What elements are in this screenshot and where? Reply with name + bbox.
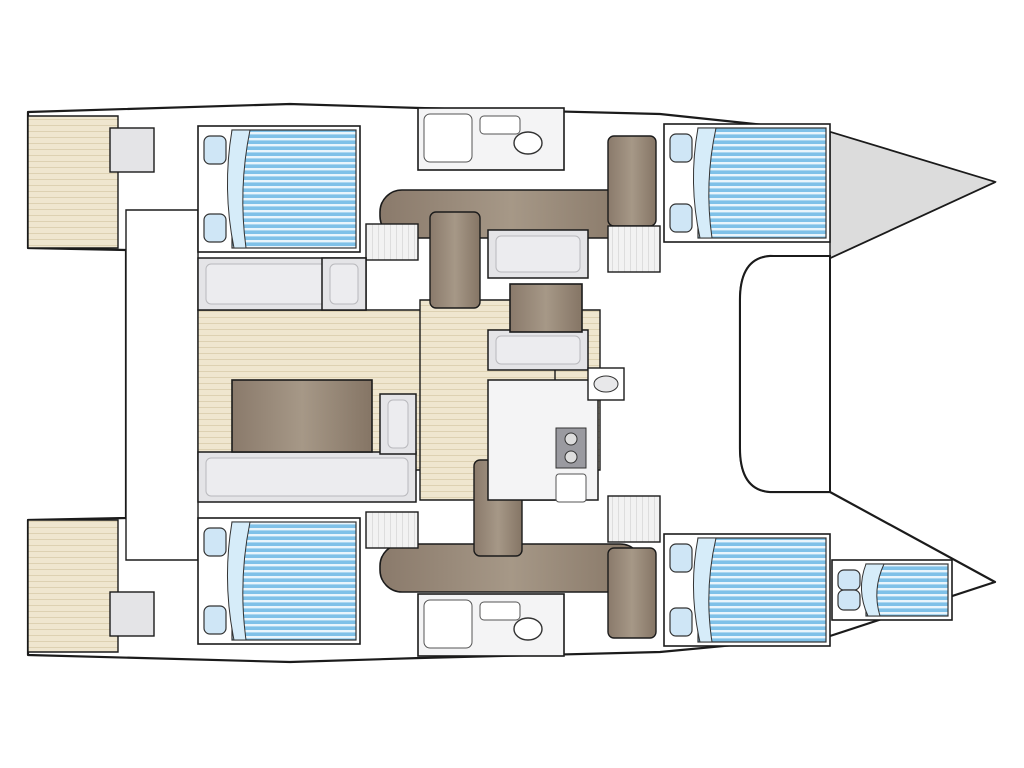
head-port bbox=[417, 107, 565, 171]
washbasin-icon bbox=[479, 115, 521, 135]
transom-deck-starboard bbox=[27, 519, 119, 653]
galley bbox=[487, 367, 625, 503]
pillow-icon bbox=[669, 543, 693, 573]
pillow-icon bbox=[837, 589, 861, 611]
bed-sheet-fold bbox=[226, 129, 251, 249]
burner-icon bbox=[564, 450, 578, 464]
pillow-icon bbox=[203, 527, 227, 557]
nav-seat-top-pad bbox=[495, 235, 581, 273]
shower-tray bbox=[423, 599, 473, 649]
aft-step-port bbox=[109, 127, 155, 173]
bed-sheet-fold bbox=[861, 563, 885, 617]
bed-mattress bbox=[231, 521, 357, 641]
bed-mattress bbox=[231, 129, 357, 249]
aft-step-starboard bbox=[109, 591, 155, 637]
settee-forward-pad bbox=[205, 457, 409, 497]
port-forward-locker bbox=[607, 135, 657, 227]
bed-sheet-fold bbox=[692, 537, 717, 643]
pillow-icon bbox=[203, 213, 227, 243]
bed-sheet-fold bbox=[692, 127, 717, 239]
nav-table bbox=[509, 283, 583, 333]
washbasin-icon bbox=[479, 601, 521, 621]
hatch-port-aft bbox=[365, 223, 419, 261]
trampoline-gap bbox=[739, 255, 831, 493]
nav-seat-top bbox=[487, 229, 589, 279]
pillow-icon bbox=[669, 203, 693, 233]
settee-side bbox=[379, 393, 417, 455]
bar-sink-icon bbox=[593, 375, 619, 393]
hatch-stbd-fwd bbox=[607, 495, 661, 543]
cabin-aft-starboard bbox=[197, 517, 361, 645]
hatch-stbd-aft bbox=[365, 511, 419, 549]
transom-deck-port bbox=[27, 115, 119, 249]
settee-aft-end-pad bbox=[329, 263, 359, 305]
nav-seat-bottom bbox=[487, 329, 589, 371]
bed-sheet-fold bbox=[226, 521, 251, 641]
stair-port bbox=[429, 211, 481, 309]
crew-berth-starboard bbox=[831, 559, 953, 621]
head-starboard bbox=[417, 593, 565, 657]
pillow-icon bbox=[203, 605, 227, 635]
pillow-icon bbox=[837, 569, 861, 591]
port-forward-deck bbox=[829, 131, 997, 260]
burner-icon bbox=[564, 432, 578, 446]
toilet-icon bbox=[513, 617, 543, 641]
settee-forward bbox=[197, 451, 417, 503]
pillow-icon bbox=[203, 135, 227, 165]
settee-side-pad bbox=[387, 399, 409, 449]
cabin-forward-port bbox=[663, 123, 831, 243]
cabin-forward-starboard bbox=[663, 533, 831, 647]
bed-mattress bbox=[697, 127, 827, 239]
sink-icon bbox=[555, 473, 587, 503]
cabin-aft-port bbox=[197, 125, 361, 253]
nav-seat-bottom-pad bbox=[495, 335, 581, 365]
cockpit bbox=[125, 209, 199, 561]
pillow-icon bbox=[669, 133, 693, 163]
saloon-table bbox=[231, 379, 373, 453]
bed-mattress bbox=[697, 537, 827, 643]
settee-aft-end bbox=[321, 257, 367, 311]
pillow-icon bbox=[669, 607, 693, 637]
starboard-forward-locker bbox=[607, 547, 657, 639]
toilet-icon bbox=[513, 131, 543, 155]
furniture-layer bbox=[109, 107, 953, 657]
hatch-port-fwd bbox=[607, 225, 661, 273]
shower-tray bbox=[423, 113, 473, 163]
